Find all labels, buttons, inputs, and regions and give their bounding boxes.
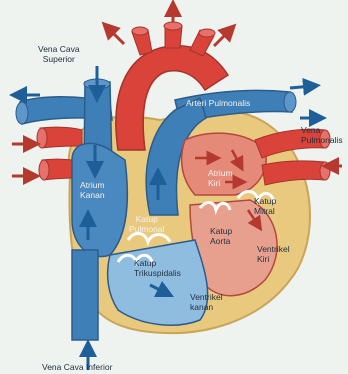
- right-atrium: [72, 143, 127, 256]
- label-ventrikel-kanan-line2: kanan: [190, 302, 223, 312]
- label-ventrikel-kiri-line2: Kiri: [257, 254, 290, 264]
- label-katup-pulmonal-line2: Pulmonal: [129, 224, 164, 234]
- label-katup-aorta-line2: Aorta: [210, 236, 232, 246]
- label-ventrikel-kiri: Ventrikel Kiri: [257, 244, 290, 264]
- label-aorta: Aorta: [152, 80, 172, 90]
- label-katup-aorta-line1: Katup: [210, 226, 232, 236]
- label-ventrikel-kiri-line1: Ventrikel: [257, 244, 290, 254]
- label-atrium-kiri-line1: Atrium: [208, 168, 233, 178]
- label-katup-trikuspidalis-line2: Trikuspidalis: [134, 268, 181, 278]
- label-atrium-kanan-line1: Atrium: [80, 180, 105, 190]
- label-atrium-kiri-line2: Kiri: [208, 178, 233, 188]
- label-ventrikel-kanan: Ventrikel kanan: [190, 292, 223, 312]
- label-katup-trikuspidalis: Katup Trikuspidalis: [134, 258, 181, 278]
- label-arteri-pulmonalis: Arteri Pulmonalis: [186, 98, 250, 108]
- label-katup-mitral-line2: Mitral: [254, 206, 276, 216]
- label-katup-aorta: Katup Aorta: [210, 226, 232, 246]
- label-vena-cava-superior: Vena Cava Superior: [38, 44, 80, 64]
- label-ventrikel-kanan-line1: Ventrikel: [190, 292, 223, 302]
- label-katup-mitral-line1: Katup: [254, 196, 276, 206]
- inferior-vena-cava: [72, 250, 98, 340]
- label-katup-trikuspidalis-line1: Katup: [134, 258, 181, 268]
- label-atrium-kiri: Atrium Kiri: [208, 168, 233, 188]
- label-vena-pulmonalis-line1: Vena: [301, 125, 343, 135]
- right-ventricle: [108, 240, 208, 325]
- label-vena-cava-superior-line1: Vena Cava: [38, 44, 80, 54]
- label-atrium-kanan: Atrium Kanan: [80, 180, 105, 200]
- label-katup-mitral: Katup Mitral: [254, 196, 276, 216]
- label-katup-pulmonal: Katup Pulmonal: [129, 214, 164, 234]
- label-vena-pulmonalis: Vena Pulmonalis: [301, 125, 343, 145]
- label-vena-cava-superior-line2: Superior: [38, 54, 80, 64]
- label-vena-pulmonalis-line2: Pulmonalis: [301, 135, 343, 145]
- label-katup-pulmonal-line1: Katup: [129, 214, 164, 224]
- label-atrium-kanan-line2: Kanan: [80, 190, 105, 200]
- label-vena-cava-inferior: Vena Cava Inferior: [42, 362, 112, 372]
